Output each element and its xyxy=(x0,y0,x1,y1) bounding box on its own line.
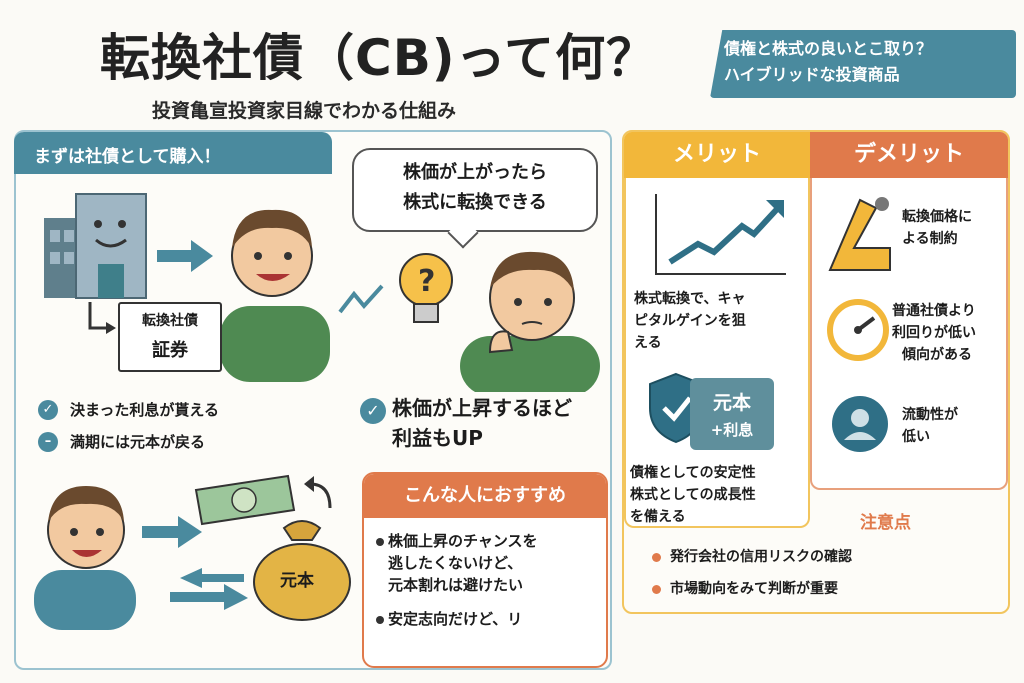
certificate-line-1: 転換社債 xyxy=(142,313,198,329)
page-title: 転換社債（CB)って何？ xyxy=(100,29,658,87)
interest-label: +利息 xyxy=(710,421,754,439)
minus-icon: – xyxy=(38,432,58,452)
banner-line-2: ハイブリッドな投資商品 xyxy=(724,65,900,84)
benefit-interest: 決まった利息が貰える xyxy=(70,401,219,419)
profit-up-line-2: 利益もUP xyxy=(392,426,483,450)
bubble-line-2: 株式に転換できる xyxy=(403,192,547,213)
thinking-person-icon xyxy=(460,251,600,392)
demerit-item-2-line-2: 利回りが低い xyxy=(892,325,976,341)
merit-text-1-line-1: 株式転換で、キャ xyxy=(634,291,746,307)
money-bag-label: 元本 xyxy=(280,571,314,591)
merit-header: メリット xyxy=(624,132,810,178)
bullet-dot xyxy=(652,553,661,562)
check-icon: ✓ xyxy=(360,398,386,424)
demerit-item-3-line-2: 低い xyxy=(902,429,930,445)
smiling-person-icon xyxy=(34,486,136,630)
profit-up-line-1: 株価が上昇するほど xyxy=(392,396,572,420)
bubble-line-1: 株価が上がったら xyxy=(403,162,547,183)
banner-line-1: 債権と株式の良いとこ取り？ xyxy=(724,39,933,58)
recommend-item-1-line-2: 逃したくないけど、 xyxy=(388,554,523,572)
benefit-principal: 満期には元本が戻る xyxy=(70,433,206,451)
check-icon: ✓ xyxy=(38,400,58,420)
demerit-item-1-line-2: よる制約 xyxy=(902,231,958,247)
bullet-dot xyxy=(652,585,661,594)
investor-person-icon xyxy=(220,209,330,382)
demerit-item-1-line-1: 転換価格に xyxy=(902,209,972,225)
caution-title: 注意点 xyxy=(860,513,911,533)
recommend-item-2: 安定志向だけど、リ xyxy=(388,610,523,628)
cb-certificate: 転換社債 証券 xyxy=(118,302,222,372)
rising-chart-icon xyxy=(655,194,786,275)
arrow-exchange-icon xyxy=(170,568,248,610)
arrow-right-icon xyxy=(157,240,213,272)
merit-text-2-line-2: 株式としての成長性 xyxy=(630,487,756,503)
zigzag-line-icon xyxy=(338,284,384,314)
recommend-item-1-line-3: 元本割れは避けたい xyxy=(388,576,524,594)
money-bag-icon xyxy=(253,520,351,621)
arrow-right-icon xyxy=(142,516,202,548)
lever-restriction-icon xyxy=(828,197,891,271)
svg-text:?: ? xyxy=(418,264,435,299)
bullet-dot xyxy=(376,616,384,624)
banknote-icon xyxy=(194,474,296,526)
recommend-item-1-line-1: 株価上昇のチャンスを xyxy=(388,532,538,550)
principal-interest-card: 元本 +利息 xyxy=(690,378,774,450)
bullet-dot xyxy=(376,538,384,546)
demerit-item-2-line-3: 傾向がある xyxy=(902,347,972,363)
arrow-down-right-icon xyxy=(88,302,116,334)
demerit-item-3-line-1: 流動性が xyxy=(902,407,958,423)
merit-text-1-line-2: ピタルゲインを狙 xyxy=(634,313,746,329)
return-arrow-icon xyxy=(304,476,332,509)
merit-text-2-line-1: 債権としての安定性 xyxy=(630,465,756,481)
caution-item-1: 発行会社の信用リスクの確認 xyxy=(670,549,852,565)
recommend-title: こんな人におすすめ xyxy=(364,474,606,518)
person-liquidity-icon xyxy=(832,396,888,452)
certificate-line-2: 証券 xyxy=(152,340,188,361)
lightbulb-question-icon: ? xyxy=(399,253,453,323)
conversion-speech-bubble: 株価が上がったら 株式に転換できる xyxy=(352,148,598,232)
company-building-icon xyxy=(44,193,147,299)
hybrid-banner: 債権と株式の良いとこ取り？ ハイブリッドな投資商品 xyxy=(710,30,1016,98)
merit-text-2-line-3: を備える xyxy=(630,509,686,525)
caution-item-2: 市場動向をみて判断が重要 xyxy=(670,581,838,597)
demerit-header: デメリット xyxy=(810,132,1008,178)
purchase-tab: まずは社債として購入！ xyxy=(14,132,332,174)
page-subtitle: 投資亀宣投資家目線でわかる仕組み xyxy=(152,100,457,122)
merit-text-1-line-3: える xyxy=(634,335,662,351)
recommend-box: こんな人におすすめ 株価上昇のチャンスを 逃したくないけど、 元本割れは避けたい… xyxy=(362,472,608,668)
gauge-icon xyxy=(827,299,889,361)
principal-label: 元本 xyxy=(712,392,751,414)
demerit-item-2-line-1: 普通社債より xyxy=(892,303,976,319)
